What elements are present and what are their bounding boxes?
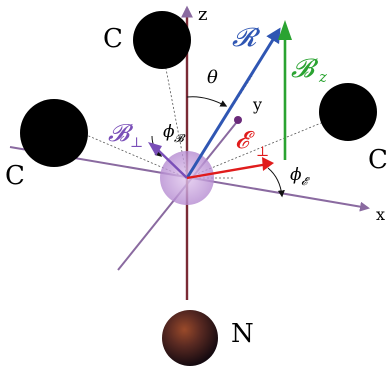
label-eperp-sub: ⊥	[256, 144, 269, 160]
label-axis-y: y	[252, 95, 262, 114]
nitrogen-atom	[162, 310, 218, 366]
label-phi-e-sub: 𝓔	[301, 175, 311, 188]
carbon-atom-top	[133, 11, 191, 69]
bperp-vector	[157, 149, 188, 179]
eperp-vector	[186, 162, 269, 180]
label-bz-vector: 𝓑	[291, 54, 319, 84]
carbon-atom-left	[20, 99, 88, 167]
carbon-atom-right	[319, 83, 377, 141]
label-bperp-sub: ⊥	[130, 135, 143, 151]
label-r-vector: 𝓡	[232, 23, 261, 53]
label-carbon-left: C	[5, 161, 25, 191]
y-axis-marker	[234, 116, 242, 124]
label-axis-x: x	[376, 205, 385, 224]
label-carbon-right: C	[368, 145, 388, 175]
label-nitrogen: N	[231, 319, 254, 349]
label-phi-b: ϕ	[163, 122, 175, 142]
label-theta: θ	[207, 67, 218, 88]
bz-vector-arrowhead	[278, 20, 292, 40]
label-phi-e: ϕ	[290, 165, 302, 185]
theta-arc	[186, 96, 228, 107]
label-phi-b-sub: 𝓑	[174, 132, 186, 145]
label-bz-sub: z	[318, 68, 327, 86]
label-axis-z: z	[198, 4, 207, 25]
label-eperp-vector: 𝓔	[235, 126, 255, 154]
r-vector	[185, 27, 281, 179]
phi-e-arc	[267, 167, 285, 198]
bperp-vector-arrowhead	[148, 142, 162, 156]
eperp-vector-arrowhead	[262, 157, 274, 171]
label-carbon-top: C	[103, 24, 123, 54]
